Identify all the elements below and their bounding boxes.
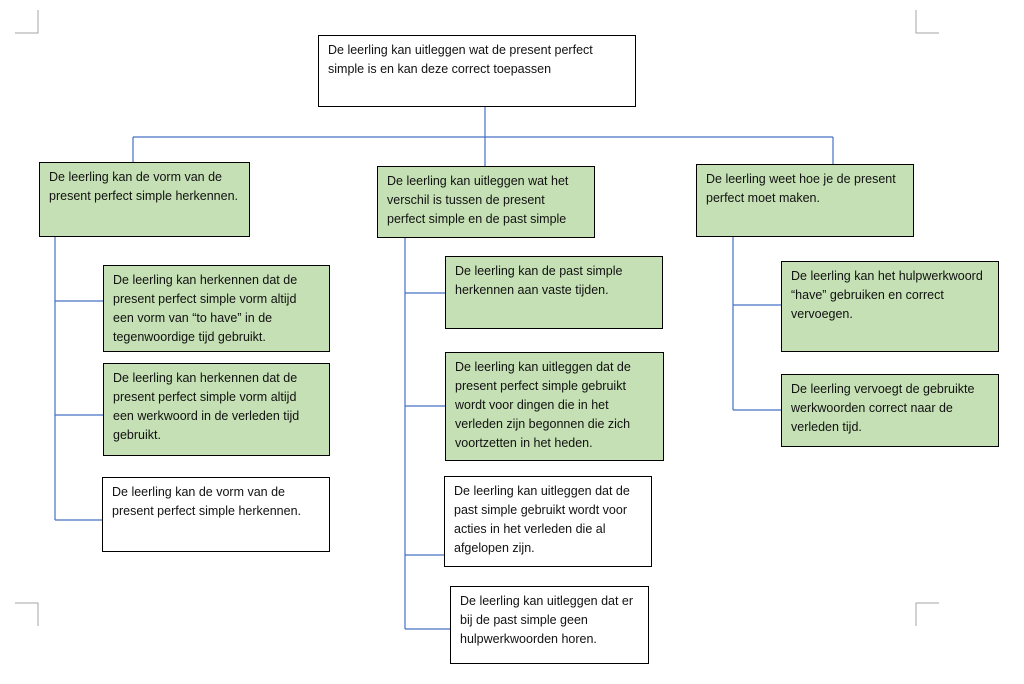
corner-mark-bottom-left: [15, 602, 39, 626]
corner-marks: [15, 10, 939, 626]
child-node-text: De leerling vervoegt de gebruikte werkwo…: [791, 382, 975, 434]
branch-node-text: De leerling weet hoe je de present perfe…: [706, 172, 896, 205]
child-node: De leerling vervoegt de gebruikte werkwo…: [781, 374, 999, 447]
child-node-text: De leerling kan uitleggen dat er bij de …: [460, 594, 634, 646]
branch-node-difference: De leerling kan uitleggen wat het versch…: [377, 166, 595, 238]
corner-mark-top-right: [915, 10, 939, 34]
child-node-text: De leerling kan uitleggen dat de past si…: [454, 484, 630, 555]
child-node-text: De leerling kan herkennen dat de present…: [113, 371, 300, 442]
child-node: De leerling kan uitleggen dat de present…: [445, 352, 664, 461]
child-node: De leerling kan de vorm van de present p…: [102, 477, 330, 552]
branch-node-construction: De leerling weet hoe je de present perfe…: [696, 164, 914, 237]
corner-mark-top-left: [15, 10, 39, 34]
child-node: De leerling kan uitleggen dat er bij de …: [450, 586, 649, 664]
child-node: De leerling kan de past simple herkennen…: [445, 256, 663, 329]
root-node-text: De leerling kan uitleggen wat de present…: [328, 43, 593, 76]
corner-mark-bottom-right: [915, 602, 939, 626]
child-node-text: De leerling kan herkennen dat de present…: [113, 273, 298, 344]
branch-node-text: De leerling kan de vorm van de present p…: [49, 170, 238, 203]
branch-node-text: De leerling kan uitleggen wat het versch…: [387, 174, 569, 226]
root-node: De leerling kan uitleggen wat de present…: [318, 35, 636, 107]
child-node: De leerling kan uitleggen dat de past si…: [444, 476, 652, 567]
child-node-text: De leerling kan de past simple herkennen…: [455, 264, 623, 297]
child-node-text: De leerling kan de vorm van de present p…: [112, 485, 301, 518]
child-node-text: De leerling kan uitleggen dat de present…: [455, 360, 631, 450]
child-node: De leerling kan herkennen dat de present…: [103, 265, 330, 352]
child-node-text: De leerling kan het hulpwerkwoord “have”…: [791, 269, 983, 321]
child-node: De leerling kan het hulpwerkwoord “have”…: [781, 261, 999, 352]
branch-node-form: De leerling kan de vorm van de present p…: [39, 162, 250, 237]
child-node: De leerling kan herkennen dat de present…: [103, 363, 330, 456]
